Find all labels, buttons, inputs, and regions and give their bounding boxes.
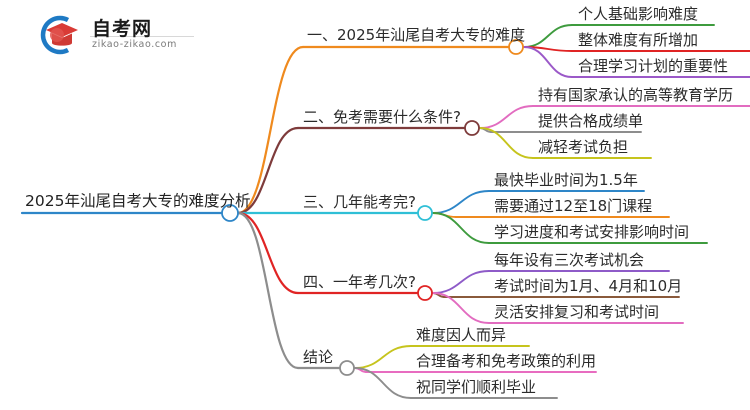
branch-node-1[interactable] — [464, 120, 480, 136]
branch-trunk-0 — [236, 45, 305, 215]
leaf-label-3-2[interactable]: 灵活安排复习和考试时间 — [494, 303, 660, 321]
leaf-label-0-0[interactable]: 个人基础影响难度 — [578, 5, 699, 23]
logo-title: 自考网 — [92, 18, 153, 40]
leaf-connector-3-2 — [432, 292, 490, 324]
leaf-label-4-2[interactable]: 祝同学们顺利毕业 — [416, 378, 537, 396]
leaf-label-2-2[interactable]: 学习进度和考试安排影响时间 — [494, 223, 690, 241]
leaf-connector-3-0 — [432, 270, 490, 294]
logo-domain: zikao-zikao.com — [92, 39, 177, 50]
branch-node-0[interactable] — [508, 39, 524, 55]
branch-label-3[interactable]: 四、一年考几次? — [303, 273, 416, 291]
site-logo: 自考网 zikao-zikao.com — [26, 12, 196, 60]
branch-trunk-3 — [236, 211, 300, 295]
branch-label-0[interactable]: 一、2025年汕尾自考大专的难度 — [307, 26, 526, 44]
leaf-connector-4-0 — [354, 345, 412, 369]
branch-node-2[interactable] — [417, 205, 433, 221]
branch-label-1[interactable]: 二、免考需要什么条件? — [303, 108, 461, 126]
logo-arc-icon — [40, 15, 70, 55]
root-label[interactable]: 2025年汕尾自考大专的难度分析 — [25, 192, 251, 210]
leaf-connector-2-2 — [432, 212, 490, 244]
logo-cap-accent-icon — [50, 28, 64, 42]
leaf-connector-4-2 — [354, 367, 412, 399]
leaf-connector-2-0 — [432, 190, 490, 214]
leaf-connector-0-0 — [523, 24, 573, 48]
leaf-label-1-2[interactable]: 减轻考试负担 — [538, 138, 629, 156]
branch-node-4[interactable] — [339, 360, 355, 376]
branch-trunk-4 — [236, 211, 300, 370]
leaf-label-0-2[interactable]: 合理学习计划的重要性 — [578, 57, 729, 75]
leaf-connector-1-2 — [479, 127, 534, 159]
branch-label-4[interactable]: 结论 — [303, 348, 334, 366]
leaf-connector-1-0 — [479, 105, 534, 129]
branch-trunk-1 — [236, 126, 300, 215]
branch-node-3[interactable] — [417, 285, 433, 301]
leaf-label-4-0[interactable]: 难度因人而异 — [416, 326, 507, 344]
leaf-label-4-1[interactable]: 合理备考和免考政策的利用 — [416, 352, 597, 370]
leaf-label-2-1[interactable]: 需要通过12至18门课程 — [494, 197, 653, 215]
root-node[interactable] — [221, 204, 239, 222]
logo-divider — [90, 36, 194, 37]
branch-label-2[interactable]: 三、几年能考完? — [303, 193, 416, 211]
leaf-label-1-0[interactable]: 持有国家承认的高等教育学历 — [538, 86, 734, 104]
leaf-label-3-0[interactable]: 每年设有三次考试机会 — [494, 251, 645, 269]
leaf-label-2-0[interactable]: 最快毕业时间为1.5年 — [494, 171, 638, 189]
logo-mark-icon — [40, 15, 78, 55]
leaf-connector-0-2 — [523, 46, 573, 78]
leaf-label-3-1[interactable]: 考试时间为1月、4月和10月 — [494, 277, 683, 295]
leaf-label-0-1[interactable]: 整体难度有所增加 — [578, 31, 699, 49]
leaf-label-1-1[interactable]: 提供合格成绩单 — [538, 112, 644, 130]
